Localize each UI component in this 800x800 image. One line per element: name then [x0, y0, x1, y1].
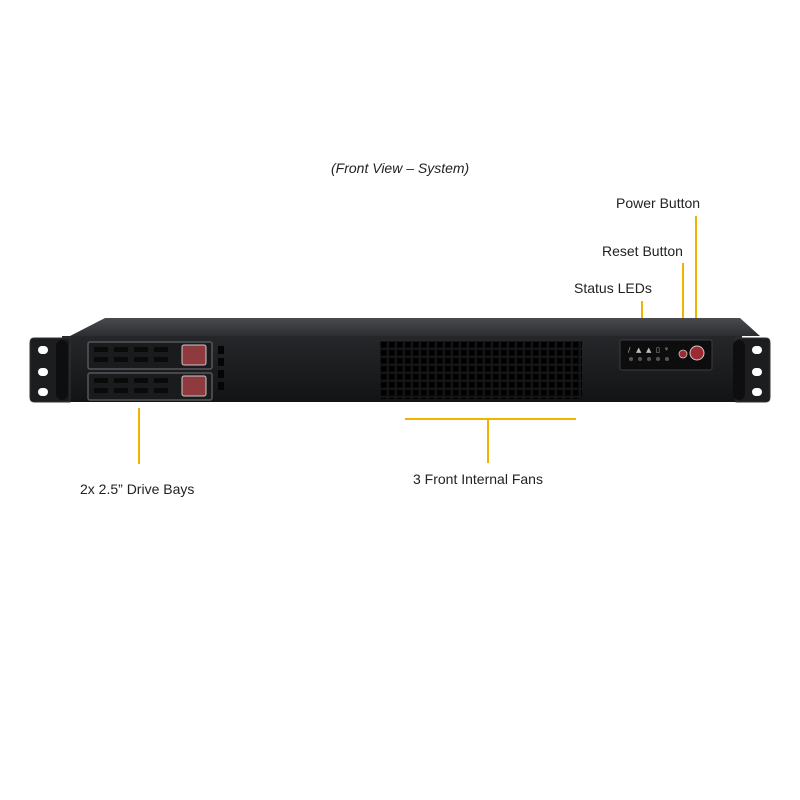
front-fans-leader-horizontal — [405, 418, 576, 420]
fan-vent-grille — [380, 341, 582, 399]
reset-button[interactable] — [678, 349, 688, 359]
reset-button-leader — [682, 263, 684, 346]
left-rack-ear — [29, 337, 71, 403]
drive-bay-1 — [87, 341, 213, 370]
reset-button-label: Reset Button — [602, 243, 683, 259]
svg-text:▲: ▲ — [646, 346, 652, 354]
power-button-leader — [695, 216, 697, 346]
power-button[interactable] — [689, 345, 705, 361]
svg-text:ᵠ: ᵠ — [665, 346, 668, 354]
front-fans-leader-vertical — [487, 418, 489, 463]
drive-bays-leader — [138, 408, 140, 464]
svg-text:/: / — [628, 346, 631, 354]
drive-bays-label: 2x 2.5” Drive Bays — [80, 481, 195, 497]
svg-text:▲: ▲ — [636, 346, 642, 354]
status-leds-label: Status LEDs — [574, 280, 652, 296]
front-fans-label: 3 Front Internal Fans — [413, 471, 543, 487]
right-rack-ear — [733, 337, 771, 403]
figure-caption: (Front View – System) — [331, 160, 470, 176]
status-leds: / ▲ ▲ ▯ ᵠ — [628, 346, 669, 361]
power-button-label: Power Button — [616, 195, 701, 211]
side-vent — [218, 346, 224, 390]
control-panel: / ▲ ▲ ▯ ᵠ — [619, 339, 713, 371]
drive-bay-2 — [87, 372, 213, 401]
chassis-top — [70, 318, 760, 336]
svg-text:▯: ▯ — [656, 346, 660, 354]
